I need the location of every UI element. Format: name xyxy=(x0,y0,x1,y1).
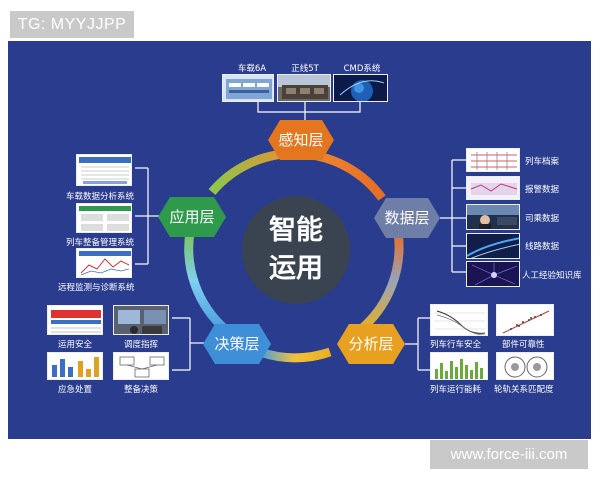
running-safety-chart-image xyxy=(430,304,488,336)
emergency-handling-image xyxy=(47,352,103,380)
alarm-data-image xyxy=(466,176,520,200)
application-item-label: 列车整备管理系统 xyxy=(66,238,135,248)
center-title: 智能 运用 xyxy=(246,212,346,288)
layer-data: 数据层 xyxy=(374,198,440,238)
layer-perception: 感知层 xyxy=(268,120,334,160)
center-line-2: 运用 xyxy=(269,253,323,284)
layer-application-label: 应用层 xyxy=(169,208,215,226)
wheel-rail-matching-image xyxy=(496,352,554,380)
application-connectors xyxy=(135,167,160,265)
decision-connectors xyxy=(172,317,205,371)
data-item-label: 人工经验知识库 xyxy=(522,271,582,281)
perception-item-label: 正线5T xyxy=(291,64,319,74)
data-item-label: 线路数据 xyxy=(525,242,560,252)
application-item-label: 远程监测与诊断系统 xyxy=(58,283,135,293)
onboard-analysis-system-image xyxy=(76,154,132,186)
application-item-label: 车载数据分析系统 xyxy=(66,192,135,202)
layer-analysis: 分析层 xyxy=(337,324,405,364)
remote-diagnosis-system-image xyxy=(76,248,132,278)
servicing-decision-image xyxy=(113,352,169,380)
analysis-item-label: 列车运行能耗 xyxy=(430,385,482,395)
decision-item-label: 应急处置 xyxy=(57,385,92,395)
analysis-item-label: 轮轨关系匹配度 xyxy=(494,385,554,395)
energy-consumption-chart-image xyxy=(430,352,488,380)
dispatch-command-image xyxy=(113,305,169,335)
data-item-label: 列车档案 xyxy=(525,157,560,167)
train-archive-image xyxy=(466,148,520,172)
servicing-management-system-image xyxy=(76,203,132,233)
analysis-item-label: 部件可靠性 xyxy=(502,340,545,350)
analysis-connectors xyxy=(405,317,430,371)
watermark-bottom-right: www.force-iii.com xyxy=(430,440,588,469)
ring-arc-left xyxy=(184,231,229,334)
center-line-1: 智能 xyxy=(269,215,323,246)
layer-decision-label: 决策层 xyxy=(214,335,260,353)
decision-item-label: 整备决策 xyxy=(123,385,158,395)
data-item-label: 报警数据 xyxy=(525,185,560,195)
layer-perception-label: 感知层 xyxy=(278,131,324,149)
knowledge-base-image xyxy=(466,261,520,287)
data-item-label: 司乘数据 xyxy=(525,214,560,224)
crew-data-image xyxy=(466,204,520,230)
line-data-image xyxy=(466,233,520,259)
ring-arc-right xyxy=(357,231,404,334)
mainline-5t-image xyxy=(277,74,331,102)
decision-item-label: 运用安全 xyxy=(57,340,92,350)
cmd-system-image xyxy=(333,74,388,102)
layer-analysis-label: 分析层 xyxy=(348,335,394,353)
layer-data-label: 数据层 xyxy=(384,209,430,227)
data-connectors xyxy=(440,159,466,273)
component-reliability-chart-image xyxy=(496,304,554,336)
operation-safety-image xyxy=(47,305,103,335)
perception-item-label: 车载6A xyxy=(237,64,267,74)
layer-application: 应用层 xyxy=(158,197,226,237)
ring-arc-bottom xyxy=(258,347,332,363)
perception-item-label: CMD系统 xyxy=(343,64,381,74)
layer-decision: 决策层 xyxy=(203,324,271,364)
watermark-top-left: TG: MYYJJPP xyxy=(10,11,134,38)
onboard-6a-image xyxy=(222,74,274,102)
decision-item-label: 调度指挥 xyxy=(123,340,158,350)
analysis-item-label: 列车行车安全 xyxy=(430,340,482,350)
